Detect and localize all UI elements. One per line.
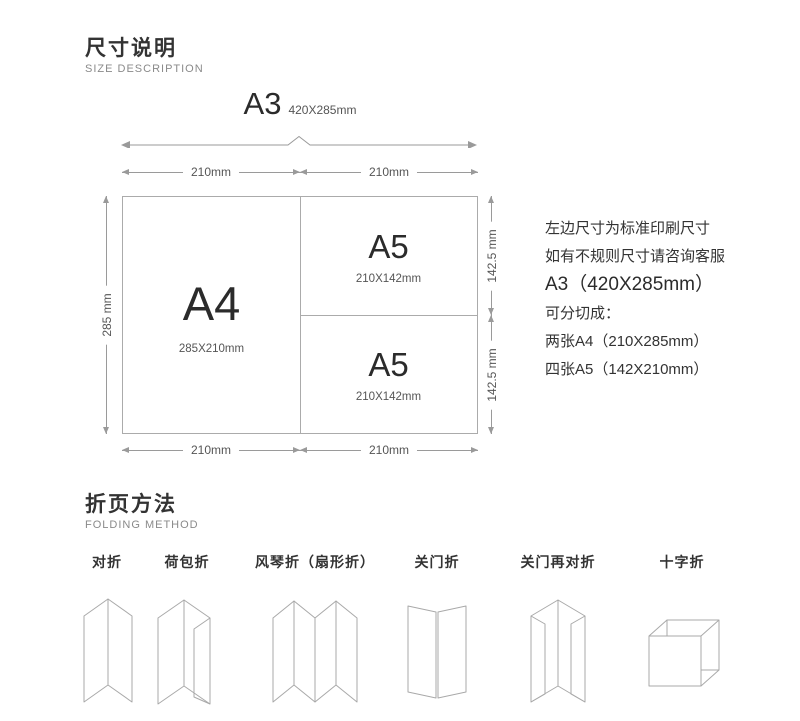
dim-label-bottom-left: 210mm	[182, 442, 240, 459]
dim-line-top-left: 210mm	[122, 164, 300, 181]
gate-half-fold-icon	[530, 599, 586, 703]
folding-section-title: 折页方法	[85, 493, 177, 516]
fold-method-gate-half-fold-label: 关门再对折	[520, 554, 596, 570]
size-section-title: 尺寸说明	[85, 37, 177, 60]
a5-top-cell-dims: 210X142mm	[355, 272, 422, 285]
dim-line-left: 285 mm	[99, 196, 115, 434]
note-irregular-size: 如有不规则尺寸请咨询客服	[545, 248, 726, 265]
fold-method-half-fold: 对折	[57, 552, 157, 721]
fold-method-half-fold-label: 对折	[92, 554, 122, 570]
dim-label-bottom-right: 210mm	[360, 442, 418, 459]
fold-method-gate-fold: 关门折	[387, 552, 487, 721]
fold-method-accordion-fold-label: 风琴折（扇形折）	[255, 554, 375, 570]
a3-heading: A3 420X285mm	[120, 86, 480, 122]
size-notes: 左边尺寸为标准印刷尺寸 如有不规则尺寸请咨询客服 A3（420X285mm） 可…	[545, 220, 785, 389]
note-four-a5: 四张A5（142X210mm）	[545, 361, 709, 378]
a5-bottom-cell: A5 210X142mm	[300, 315, 477, 433]
a3-heading-dims: 420X285mm	[288, 103, 357, 117]
folding-section-subtitle: FOLDING METHOD	[85, 519, 199, 531]
a4-cell-dims: 285X210mm	[178, 342, 245, 355]
dim-label-top-right: 210mm	[360, 164, 418, 181]
fold-method-cross-fold-label: 十字折	[659, 554, 705, 570]
fold-method-wallet-fold: 荷包折	[137, 552, 237, 721]
a5-top-cell-label: A5	[368, 227, 409, 265]
dim-line-right-bottom: 142.5 mm	[484, 315, 500, 434]
a4-cell-label: A4	[182, 276, 241, 330]
dim-label-left: 285 mm	[99, 285, 115, 345]
dim-line-bottom-left: 210mm	[122, 442, 300, 459]
dim-line-top-right: 210mm	[300, 164, 478, 181]
wallet-fold-icon	[157, 599, 211, 705]
half-fold-icon	[83, 598, 133, 703]
dim-line-right-top: 142.5 mm	[484, 196, 500, 315]
note-standard-size: 左边尺寸为标准印刷尺寸	[545, 220, 711, 237]
sheet-horizontal-divider	[300, 315, 477, 316]
fold-method-cross-fold: 十字折	[632, 552, 732, 721]
a5-bottom-cell-dims: 210X142mm	[355, 390, 422, 403]
a3-sheet-diagram: A4 285X210mm A5 210X142mm A5 210X142mm	[122, 196, 478, 434]
fold-method-accordion-fold: 风琴折（扇形折）	[250, 552, 380, 721]
a5-top-cell: A5 210X142mm	[300, 197, 477, 315]
dim-label-right-bottom: 142.5 mm	[484, 339, 500, 410]
fold-method-gate-half-fold: 关门再对折	[503, 552, 613, 721]
fold-method-wallet-fold-label: 荷包折	[164, 554, 210, 570]
accordion-fold-icon	[272, 600, 358, 703]
note-a3-size: A3（420X285mm）	[545, 274, 714, 295]
cross-fold-icon	[648, 619, 719, 687]
note-can-cut: 可分切成：	[545, 305, 621, 322]
dim-label-top-left: 210mm	[182, 164, 240, 181]
fold-method-gate-fold-label: 关门折	[414, 554, 460, 570]
note-two-a4: 两张A4（210X285mm）	[545, 333, 709, 350]
a3-dimension-line	[121, 135, 477, 148]
a3-heading-label: A3	[243, 86, 282, 121]
size-section-subtitle: SIZE DESCRIPTION	[85, 63, 204, 75]
a5-bottom-cell-label: A5	[368, 345, 409, 383]
a4-cell: A4 285X210mm	[123, 197, 300, 433]
dim-line-bottom-right: 210mm	[300, 442, 478, 459]
gate-fold-icon	[407, 605, 467, 699]
dim-label-right-top: 142.5 mm	[484, 220, 500, 291]
